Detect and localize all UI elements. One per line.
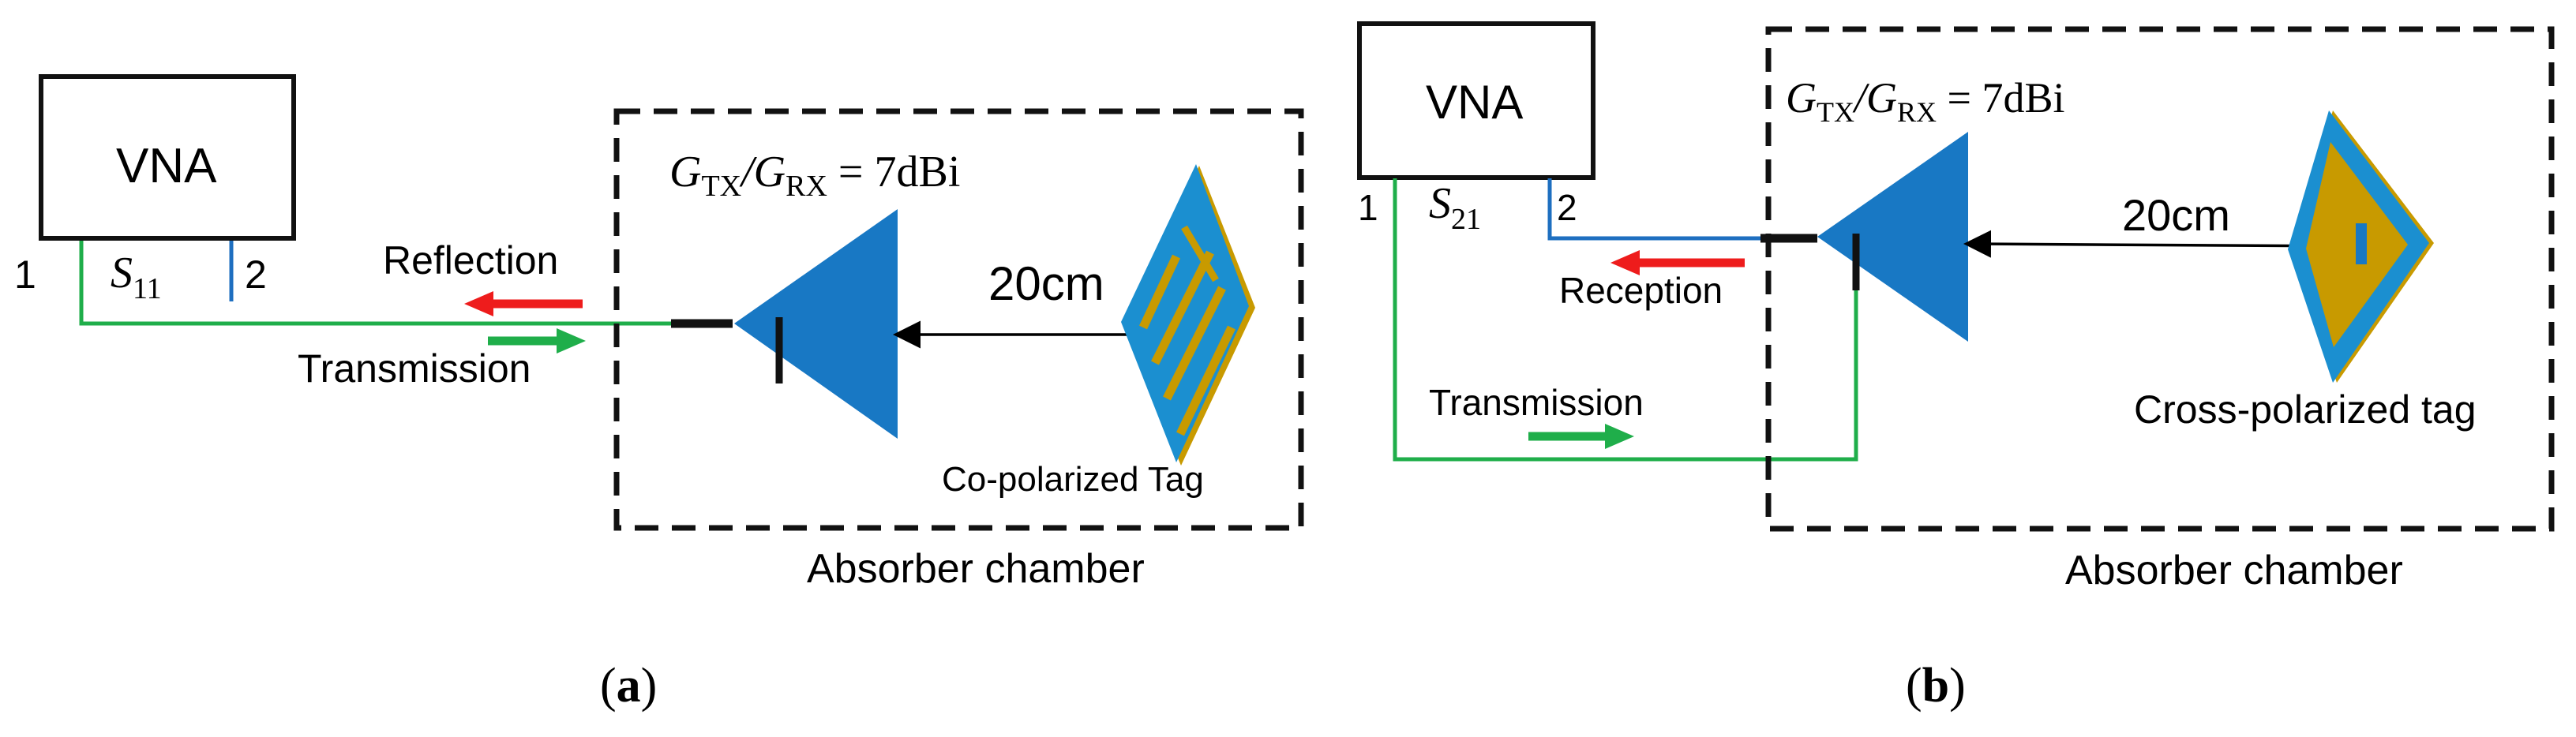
s-sub-b: 21 (1451, 203, 1481, 236)
absorber-chamber-a (613, 108, 1304, 531)
caption-a-letter: a (616, 659, 641, 713)
caption-b: (b) (1906, 661, 1966, 710)
vna-box-a (39, 74, 296, 241)
caption-b-letter: b (1922, 659, 1950, 713)
horn-antenna-b (1817, 132, 1968, 342)
s-sub-a: 11 (133, 272, 162, 305)
distance-label-b: 20cm (2122, 190, 2230, 240)
caption-a-open: ( (600, 659, 617, 713)
reception-line-b (1547, 178, 1765, 241)
transmission-arrow-a (488, 328, 586, 354)
transmission-label-a: Transmission (298, 346, 531, 391)
reception-label: Reception (1559, 270, 1723, 311)
reflection-arrow (464, 291, 583, 316)
gain-g1-b: G (1786, 74, 1817, 122)
port1-label-b: 1 (1358, 187, 1378, 228)
cross-polarized-tag (2288, 110, 2434, 383)
caption-a-close: ) (640, 659, 658, 713)
chamber-label-b: Absorber chamber (2065, 548, 2403, 593)
reflection-label: Reflection (383, 238, 559, 282)
s-base-a: S (111, 249, 133, 297)
gain-label-a: GTX/GRX = 7dBi (669, 148, 961, 201)
gain-sub1-b: TX (1817, 96, 1854, 128)
transmission-line-a (79, 241, 677, 326)
gain-value-b: = 7dBi (1937, 74, 2065, 122)
reception-arrow (1610, 250, 1745, 275)
vna-box-b (1357, 21, 1595, 180)
tag-label-b: Cross-polarized tag (2134, 387, 2477, 432)
gain-label-b: GTX/GRX = 7dBi (1786, 74, 2065, 126)
panel-a (39, 74, 1304, 531)
gain-value-a: = 7dBi (827, 148, 961, 196)
s-parameter-b: S21 (1429, 179, 1481, 234)
s-base-b: S (1429, 179, 1451, 228)
panel-b (1357, 21, 2555, 532)
port2-label-b: 2 (1557, 187, 1577, 228)
caption-b-close: ) (1949, 659, 1966, 713)
gain-slash-b: /G (1854, 74, 1897, 122)
gain-g1-a: G (669, 148, 702, 196)
caption-b-open: ( (1906, 659, 1922, 713)
tag-label-a: Co-polarized Tag (942, 460, 1204, 499)
s-parameter-a: S11 (111, 249, 162, 304)
transmission-label-b: Transmission (1429, 382, 1644, 423)
vna-label-a: VNA (116, 139, 217, 193)
gain-sub2-a: RX (786, 170, 827, 203)
co-polarized-tag (1121, 164, 1255, 466)
transmission-line-b (1393, 178, 1858, 462)
vna-label-b: VNA (1426, 76, 1524, 129)
chamber-label-a: Absorber chamber (807, 546, 1145, 592)
gain-slash-a: /G (741, 148, 786, 196)
gain-sub2-b: RX (1897, 96, 1937, 128)
port2-label-a: 2 (245, 253, 267, 297)
distance-label-a: 20cm (988, 257, 1104, 310)
gain-sub1-a: TX (701, 170, 742, 203)
horn-antenna-a (734, 209, 898, 439)
caption-a: (a) (600, 661, 657, 710)
transmission-arrow-b (1528, 424, 1634, 449)
port1-label-a: 1 (14, 253, 36, 297)
absorber-chamber-b (1765, 26, 2555, 532)
